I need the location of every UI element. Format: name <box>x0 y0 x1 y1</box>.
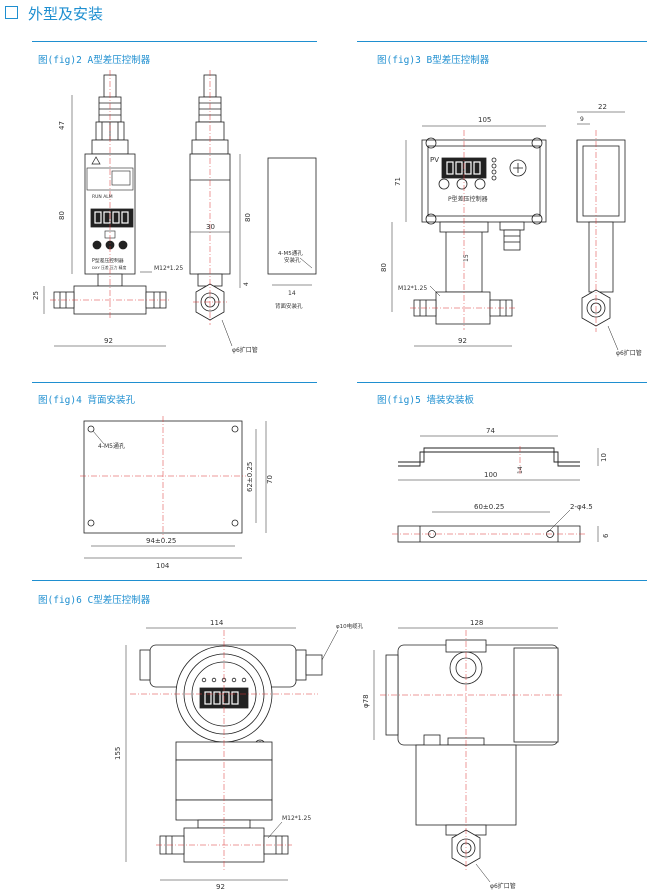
fig5-dim-holes: 2-φ4.5 <box>570 503 593 511</box>
fig3-dim-71: 71 <box>394 177 402 186</box>
section-title: 外型及安装 <box>28 5 104 23</box>
fig3-dim-9: 9 <box>580 116 584 123</box>
fig3-divider <box>357 41 647 42</box>
fig2-panel-sub: DXY 压差 压力 精度 <box>92 265 126 270</box>
fig5-dim-74: 74 <box>486 427 495 435</box>
fig5-plate-top <box>392 509 599 543</box>
fig4-back-plate <box>80 416 267 559</box>
fig4-dim-104: 104 <box>156 562 170 570</box>
fig2-dim-92: 92 <box>104 337 113 345</box>
fig3-side-view <box>576 111 626 351</box>
fig6-front-view <box>125 627 339 881</box>
fig2-thread-label: M12*1.25 <box>154 265 183 272</box>
fig6-dim-92: 92 <box>216 883 225 891</box>
fig4-divider <box>32 382 317 383</box>
fig3-dim-92: 92 <box>458 337 467 345</box>
fig2-dim-25: 25 <box>32 291 40 300</box>
fig3-dim-22: 22 <box>598 103 607 111</box>
fig2-front-view <box>43 70 170 347</box>
fig6-dim-128: 128 <box>470 619 483 627</box>
fig2-dim-30: 30 <box>206 223 215 231</box>
fig3-thread-label: M12*1.25 <box>398 285 427 292</box>
fig3-dim-80: 80 <box>380 263 388 272</box>
fig5-dim-100: 100 <box>484 471 497 479</box>
fig2-side-view <box>189 70 241 347</box>
fig5-divider <box>357 382 647 383</box>
fig5-dim-10: 10 <box>600 453 608 462</box>
fig2-back-label: 背面安装孔 <box>275 302 303 310</box>
fig4-dim-62: 62±0.25 <box>246 462 254 492</box>
fig6-tube-label: φ6扩口管 <box>490 882 516 890</box>
fig2-caption: 图(fig)2 A型差压控制器 <box>38 55 151 66</box>
fig5-caption: 图(fig)5 墙装安装板 <box>377 395 475 406</box>
fig3-pv-label: PV <box>430 156 439 164</box>
fig2-dim-80: 80 <box>58 211 66 220</box>
fig2-divider <box>32 41 317 42</box>
fig3-caption: 图(fig)3 B型差压控制器 <box>377 55 490 66</box>
fig3-front-view <box>391 125 547 347</box>
fig6-divider <box>32 580 647 581</box>
fig3-panel-label: P型差压控制器 <box>448 195 488 203</box>
fig6-thread-label: M12*1.25 <box>282 815 311 822</box>
fig4-dim-70: 70 <box>266 475 274 484</box>
fig2-dim-14: 14 <box>288 290 296 297</box>
fig2-back-plate <box>267 157 317 286</box>
fig4-holes-label: 4-M5通孔 <box>98 442 125 450</box>
fig6-caption: 图(fig)6 C型差压控制器 <box>38 595 151 606</box>
fig2-alarm-label: RUN ALM <box>92 194 113 200</box>
fig6-side-view <box>373 627 562 883</box>
fig4-caption: 图(fig)4 背面安装孔 <box>38 395 136 406</box>
fig4-dim-94: 94±0.25 <box>146 537 176 545</box>
fig3-dim-105: 105 <box>478 116 491 124</box>
fig3-dim-15: 15 <box>463 254 470 262</box>
fig5-plate-side <box>398 435 599 481</box>
fig2-holes-sub: 安装孔 <box>284 256 301 264</box>
fig5-dim-60: 60±0.25 <box>474 503 504 511</box>
fig2-tube-label: φ6扩口管 <box>232 346 258 354</box>
fig6-dim-114: 114 <box>210 619 224 627</box>
fig2-panel-label: P型差压控制器 <box>92 257 124 264</box>
fig3-tube-label: φ6扩口管 <box>616 349 642 357</box>
fig6-dim-78: φ78 <box>362 694 370 708</box>
section-marker-icon <box>5 6 18 19</box>
fig2-dim-80b: 80 <box>244 213 252 222</box>
fig2-dim-4: 4 <box>243 282 250 286</box>
fig5-dim-6: 6 <box>602 533 610 538</box>
fig5-dim-14: 14 <box>517 466 524 474</box>
fig6-dim-155: 155 <box>114 747 122 760</box>
fig6-cable-label: φ10电缆孔 <box>336 622 364 630</box>
fig2-holes-label: 4-M5通孔 <box>278 249 303 257</box>
fig2-dim-47: 47 <box>58 121 66 130</box>
